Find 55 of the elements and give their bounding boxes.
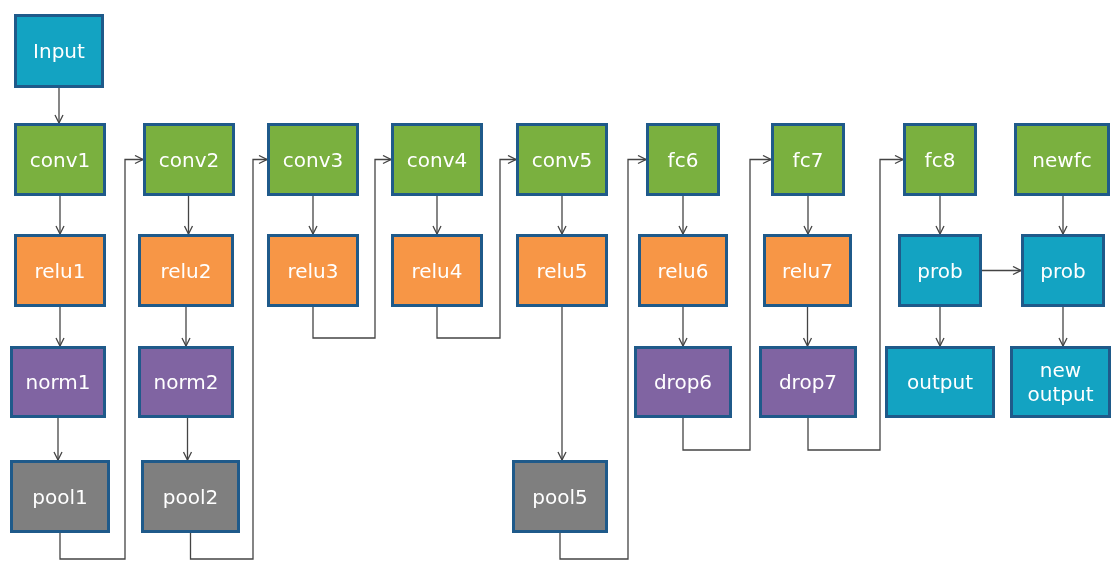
layer-box: prob bbox=[1021, 234, 1105, 307]
arrow bbox=[682, 154, 772, 451]
layer-box: relu6 bbox=[638, 234, 728, 307]
arrow bbox=[678, 306, 688, 347]
arrow bbox=[54, 87, 64, 124]
arrow bbox=[557, 195, 567, 235]
layer-box: pool5 bbox=[512, 460, 608, 533]
arrow bbox=[189, 154, 268, 560]
arrow bbox=[53, 417, 63, 461]
layer-box: relu2 bbox=[138, 234, 234, 307]
arrow bbox=[183, 195, 194, 235]
arrow bbox=[807, 154, 904, 451]
layer-box: relu5 bbox=[516, 234, 608, 307]
arrow bbox=[678, 195, 688, 235]
layer-box: drop7 bbox=[759, 346, 857, 418]
layer-box: conv5 bbox=[516, 123, 608, 196]
layer-box: Input bbox=[14, 14, 104, 88]
layer-box: conv4 bbox=[391, 123, 483, 196]
layer-box: relu3 bbox=[267, 234, 359, 307]
arrow bbox=[182, 417, 193, 461]
arrow bbox=[802, 306, 813, 347]
layer-box: conv3 bbox=[267, 123, 359, 196]
layer-box: new output bbox=[1010, 346, 1111, 418]
layer-box: pool1 bbox=[10, 460, 110, 533]
layer-box: newfc bbox=[1014, 123, 1110, 196]
layer-box: conv2 bbox=[143, 123, 235, 196]
arrow bbox=[935, 306, 945, 347]
arrow bbox=[557, 306, 567, 461]
arrow bbox=[559, 154, 647, 560]
arrow bbox=[59, 154, 144, 560]
layer-box: output bbox=[885, 346, 995, 418]
arrow bbox=[436, 154, 517, 339]
arrow bbox=[1058, 195, 1068, 235]
layer-box: relu1 bbox=[14, 234, 106, 307]
arrow bbox=[935, 195, 945, 235]
layer-box: prob bbox=[898, 234, 982, 307]
layer-box: fc6 bbox=[646, 123, 720, 196]
layer-box: relu4 bbox=[391, 234, 483, 307]
arrow bbox=[308, 195, 318, 235]
arrow bbox=[312, 154, 392, 339]
arrow bbox=[803, 195, 813, 235]
arrow bbox=[181, 306, 191, 347]
arrow bbox=[55, 195, 65, 235]
arrow bbox=[981, 265, 1022, 276]
layer-box: fc8 bbox=[903, 123, 977, 196]
arrow bbox=[432, 195, 442, 235]
layer-box: pool2 bbox=[141, 460, 240, 533]
arrow bbox=[1058, 306, 1068, 347]
layer-box: norm2 bbox=[138, 346, 234, 418]
arrow bbox=[55, 306, 65, 347]
layer-box: fc7 bbox=[771, 123, 845, 196]
layer-box: norm1 bbox=[10, 346, 106, 418]
layer-box: drop6 bbox=[634, 346, 732, 418]
layer-box: conv1 bbox=[14, 123, 106, 196]
layer-box: relu7 bbox=[763, 234, 852, 307]
